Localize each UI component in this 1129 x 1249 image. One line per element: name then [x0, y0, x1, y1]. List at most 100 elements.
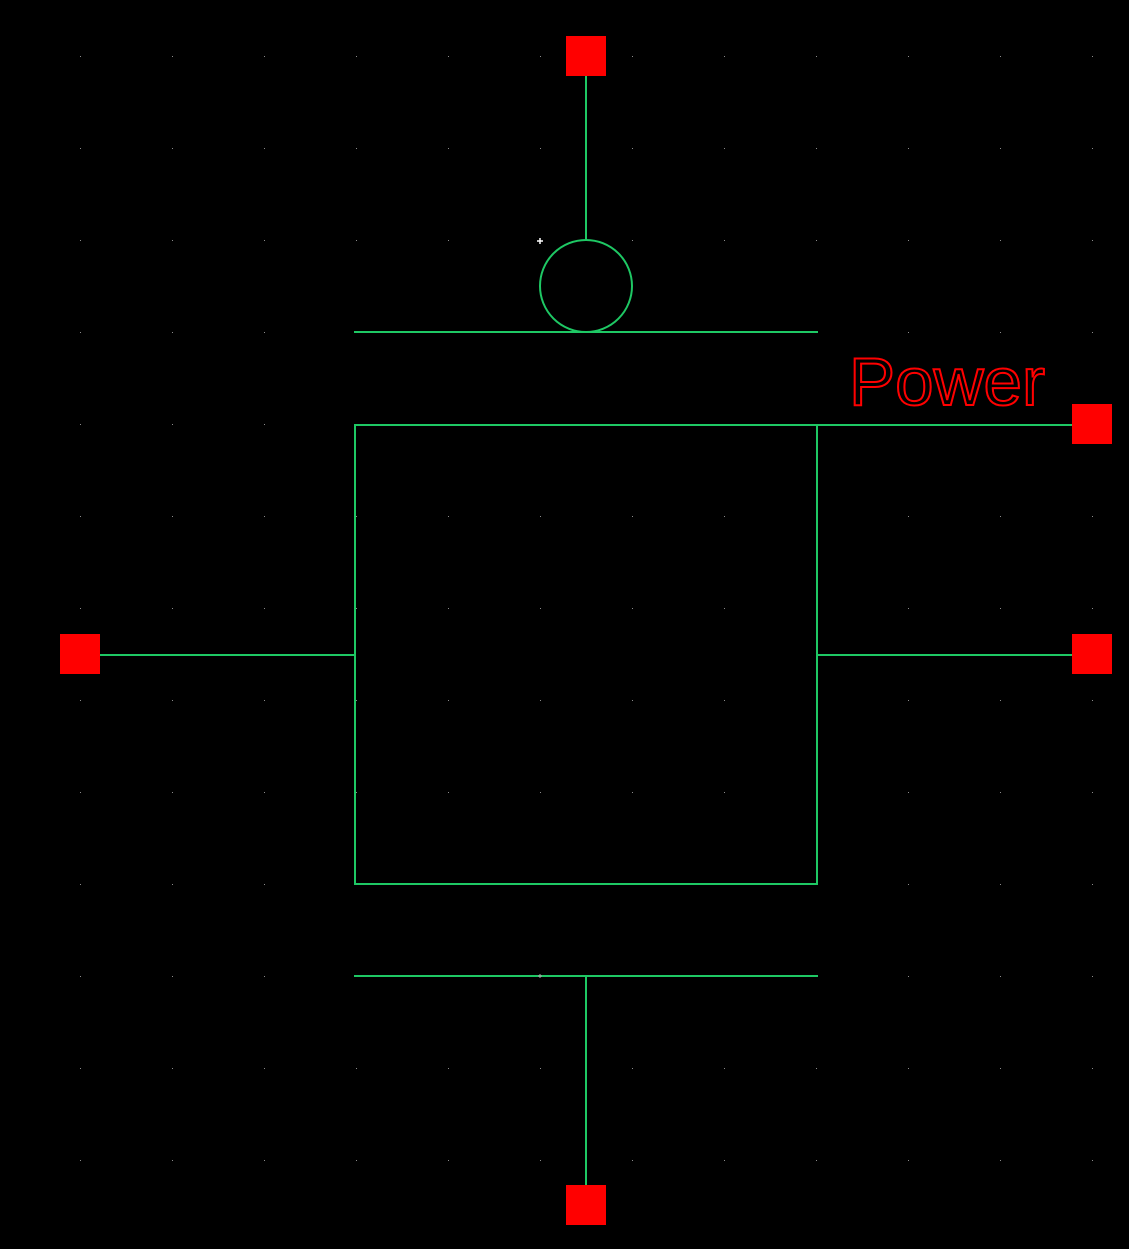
grid-dot: [724, 608, 725, 609]
grid-dot: [172, 240, 173, 241]
pin-left[interactable]: [60, 634, 100, 674]
grid-dot: [264, 608, 265, 609]
grid-dot: [1092, 1160, 1093, 1161]
grid-dot: [540, 56, 541, 57]
grid-dot: [172, 148, 173, 149]
grid-dot: [816, 148, 817, 149]
grid-dot: [632, 608, 633, 609]
grid-dot: [908, 332, 909, 333]
grid-dot: [540, 792, 541, 793]
grid-dot: [356, 700, 357, 701]
pin-bottom[interactable]: [566, 1185, 606, 1225]
grid-dot: [172, 424, 173, 425]
grid-dot: [172, 884, 173, 885]
grid-dot: [632, 56, 633, 57]
grid-dot: [1092, 516, 1093, 517]
grid-dot: [448, 792, 449, 793]
grid-dot: [540, 1068, 541, 1069]
grid-dot: [1092, 148, 1093, 149]
grid-dot: [264, 1068, 265, 1069]
grid-dot: [264, 240, 265, 241]
grid-dot: [80, 792, 81, 793]
grid-dot: [908, 1068, 909, 1069]
grid-dot: [540, 516, 541, 517]
power-pin-label[interactable]: Power: [848, 343, 1046, 421]
grid-dot: [724, 1160, 725, 1161]
grid-dot: [908, 516, 909, 517]
grid-dot: [172, 332, 173, 333]
grid-dot: [172, 792, 173, 793]
grid-dot: [448, 700, 449, 701]
grid-dot: [724, 700, 725, 701]
snap-cross-icon: [538, 974, 542, 978]
grid-dot: [1000, 976, 1001, 977]
grid-dot: [448, 608, 449, 609]
grid-dot: [448, 1160, 449, 1161]
grid-dot: [172, 608, 173, 609]
grid-dot: [356, 148, 357, 149]
grid-dot: [264, 884, 265, 885]
grid-dot: [264, 56, 265, 57]
grid-dot: [80, 608, 81, 609]
grid-dot: [356, 240, 357, 241]
grid-dot: [1092, 1068, 1093, 1069]
grid-dot: [80, 56, 81, 57]
pin-top[interactable]: [566, 36, 606, 76]
grid-dot: [632, 516, 633, 517]
grid-dot: [80, 1160, 81, 1161]
grid-dot: [908, 56, 909, 57]
grid-dot: [724, 1068, 725, 1069]
grid-dot: [724, 148, 725, 149]
grid-dot: [356, 608, 357, 609]
grid-dot: [356, 516, 357, 517]
grid-dot: [908, 792, 909, 793]
grid-dot: [264, 148, 265, 149]
grid-dot: [448, 240, 449, 241]
grid-dot: [448, 56, 449, 57]
grid-dot: [356, 1068, 357, 1069]
grid-dot: [80, 424, 81, 425]
grid-dot: [724, 516, 725, 517]
grid-dot: [1092, 240, 1093, 241]
grid-dot: [264, 1160, 265, 1161]
grid-dot: [816, 1068, 817, 1069]
grid-dot: [80, 884, 81, 885]
grid-dot: [540, 1160, 541, 1161]
grid-dot: [264, 792, 265, 793]
grid-dot: [908, 148, 909, 149]
grid-dot: [908, 700, 909, 701]
pin-right[interactable]: [1072, 634, 1112, 674]
grid-dot: [172, 516, 173, 517]
grid-dot: [80, 332, 81, 333]
symbol-body[interactable]: [100, 76, 1072, 1185]
grid-dot: [632, 792, 633, 793]
grid-dot: [1092, 792, 1093, 793]
grid-dot: [632, 1160, 633, 1161]
grid-dot: [172, 1068, 173, 1069]
pin-power[interactable]: [1072, 404, 1112, 444]
grid-dot: [172, 976, 173, 977]
grid-dot: [1000, 1160, 1001, 1161]
grid-dot: [1000, 332, 1001, 333]
grid-dot: [632, 240, 633, 241]
grid-dot: [264, 332, 265, 333]
grid-dot: [448, 516, 449, 517]
grid-dot: [264, 976, 265, 977]
grid-dot: [1000, 516, 1001, 517]
grid-dot: [908, 976, 909, 977]
body-rectangle[interactable]: [354, 424, 818, 885]
grid-dot: [80, 700, 81, 701]
grid-dot: [448, 148, 449, 149]
grid-dot: [1092, 976, 1093, 977]
grid-dot: [80, 240, 81, 241]
grid-dot: [724, 56, 725, 57]
grid-dot: [1092, 608, 1093, 609]
grid-dot: [724, 240, 725, 241]
grid-dot: [356, 792, 357, 793]
grid-dot: [264, 700, 265, 701]
grid-dot: [172, 700, 173, 701]
grid-dot: [908, 1160, 909, 1161]
grid-dot: [356, 56, 357, 57]
